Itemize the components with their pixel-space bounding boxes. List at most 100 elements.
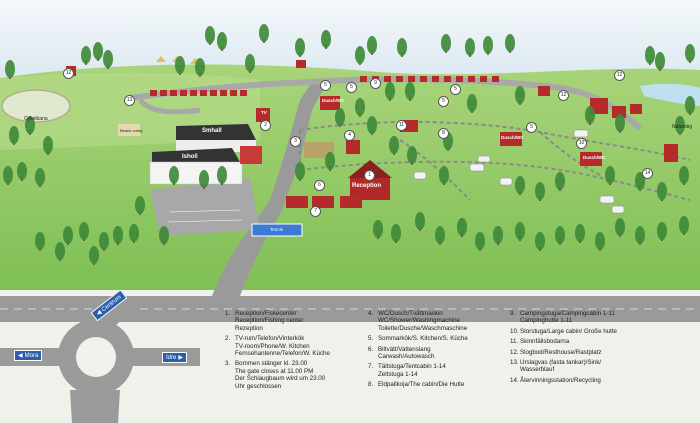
tree xyxy=(81,46,91,64)
legend-number: 5. xyxy=(368,335,374,343)
tree xyxy=(535,232,545,250)
tree xyxy=(407,146,417,164)
legend-item: 8.Eldpallkoja/The cabin/Die Hutte xyxy=(368,381,498,388)
arrow-left-icon: ◀ xyxy=(18,353,23,359)
tree xyxy=(595,232,605,250)
legend-number: 6. xyxy=(368,345,374,353)
legend-text: Biltvätt/Vattenslang Carwash/Autowasch xyxy=(378,345,435,361)
garden-plot xyxy=(304,142,334,158)
tree xyxy=(25,116,35,134)
legend-number: 12. xyxy=(510,348,519,356)
reception-building xyxy=(348,160,392,200)
legend-text: Bommen stänger kl. 23.00 The gate closes… xyxy=(235,360,326,390)
road-sign-mora: ◀ Mora xyxy=(14,350,43,361)
caravans xyxy=(413,129,625,214)
legend-column-2: 4.WC/Dusch/Tvättmaskin WC/Shower/Washing… xyxy=(368,310,498,392)
beach-volley-court xyxy=(118,124,140,136)
legend-number: 7. xyxy=(368,363,374,371)
tree xyxy=(655,52,665,70)
pin-12: 12 xyxy=(614,70,625,81)
tree xyxy=(535,182,545,200)
pin-11: 11 xyxy=(396,120,407,131)
tree xyxy=(679,216,689,234)
pin-5: 5 xyxy=(450,84,461,95)
tree xyxy=(259,24,269,42)
tree xyxy=(35,232,45,250)
label-dusch-wc-b: Dusch/WC xyxy=(501,135,524,140)
tree xyxy=(657,222,667,240)
legend-text: Storstuga/Large cabin/ Große hutte xyxy=(520,327,617,335)
legend-text: Reception/Fiskecenter Reception/Fishing … xyxy=(235,310,304,332)
tree xyxy=(325,152,335,170)
tree xyxy=(441,34,451,52)
legend-text: Tältstuga/Tentcabin 1-14 Zeltstuga 1-14 xyxy=(378,363,446,378)
tree xyxy=(397,38,407,56)
tree xyxy=(135,196,145,214)
tree xyxy=(389,136,399,154)
tree xyxy=(475,232,485,250)
tree xyxy=(555,172,565,190)
tree xyxy=(483,36,493,54)
legend-column-3: 9.Campingstuga/Campingcabin 1-11 Camping… xyxy=(510,310,640,387)
label-cykelbana: Cykelbana xyxy=(24,116,48,122)
tree xyxy=(63,226,73,244)
tree xyxy=(159,226,169,244)
tree xyxy=(43,136,53,154)
legend-text: Slogbod/Resthouse/Rastplatz xyxy=(520,348,602,356)
tree xyxy=(199,170,209,188)
trees xyxy=(3,24,695,265)
tree xyxy=(17,162,27,180)
legend-item: 1.Reception/Fiskecenter Reception/Fishin… xyxy=(225,310,355,332)
legend-item: 12.Slogbod/Resthouse/Rastplatz xyxy=(510,349,640,356)
legend-number: 3. xyxy=(225,360,231,368)
tree xyxy=(129,224,139,242)
tree xyxy=(645,46,655,64)
tree xyxy=(505,34,515,52)
pin-13: 13 xyxy=(124,95,135,106)
legend-text: Återvinningsstation/Recycling xyxy=(520,376,601,384)
tree xyxy=(493,226,503,244)
tree xyxy=(405,82,415,100)
tree xyxy=(515,86,525,104)
legend-text: Skinnfällsbodarna xyxy=(520,338,570,346)
tree xyxy=(415,212,425,230)
tree xyxy=(373,220,383,238)
legend-item: 5. Sommarkök/S. Kitchen/S. Küche xyxy=(368,335,498,342)
tree xyxy=(113,226,123,244)
pin-4: 4 xyxy=(344,130,355,141)
pin-5: 5 xyxy=(526,122,537,133)
pin-3: 3 xyxy=(290,136,301,147)
label-smhall: Smhall xyxy=(202,128,222,134)
pin-5: 5 xyxy=(320,80,331,91)
tree xyxy=(635,226,645,244)
legend-text: Urslagvas (fasta tankar)/Sink/ Wasserbla… xyxy=(520,359,602,374)
cycle-track xyxy=(1,89,71,123)
tree xyxy=(93,42,103,60)
legend-number: 2. xyxy=(225,335,231,343)
tree xyxy=(355,98,365,116)
pin-1: 1 xyxy=(364,170,375,181)
tree xyxy=(35,168,45,186)
label-reception: Reception xyxy=(352,183,382,189)
tree xyxy=(169,166,179,184)
tree xyxy=(5,60,15,78)
label-tennis: Tennis xyxy=(270,227,284,232)
cabin-row-top xyxy=(150,76,499,96)
legend-text: Sommarkök/S. Kitchen/S. Küche xyxy=(378,335,468,343)
road-sign-idre: Idre ▶ xyxy=(162,352,187,363)
legend-item: 4.WC/Dusch/Tvättmaskin WC/Shower/Washing… xyxy=(368,310,498,332)
pin-5: 5 xyxy=(438,96,449,107)
tree xyxy=(217,166,227,184)
legend-item: 2.TV-rum/Telefon/Vinterkök TV-room/Phone… xyxy=(225,335,355,357)
label-dusch-wc-a: Dusch/WC xyxy=(322,98,345,103)
tree xyxy=(367,116,377,134)
tree xyxy=(467,94,477,112)
lake xyxy=(640,83,700,106)
pin-14: 14 xyxy=(642,168,653,179)
arrow-right-icon: ▶ xyxy=(178,355,183,361)
tree xyxy=(335,108,345,126)
legend-number: 10. xyxy=(510,327,519,335)
tree xyxy=(615,218,625,236)
